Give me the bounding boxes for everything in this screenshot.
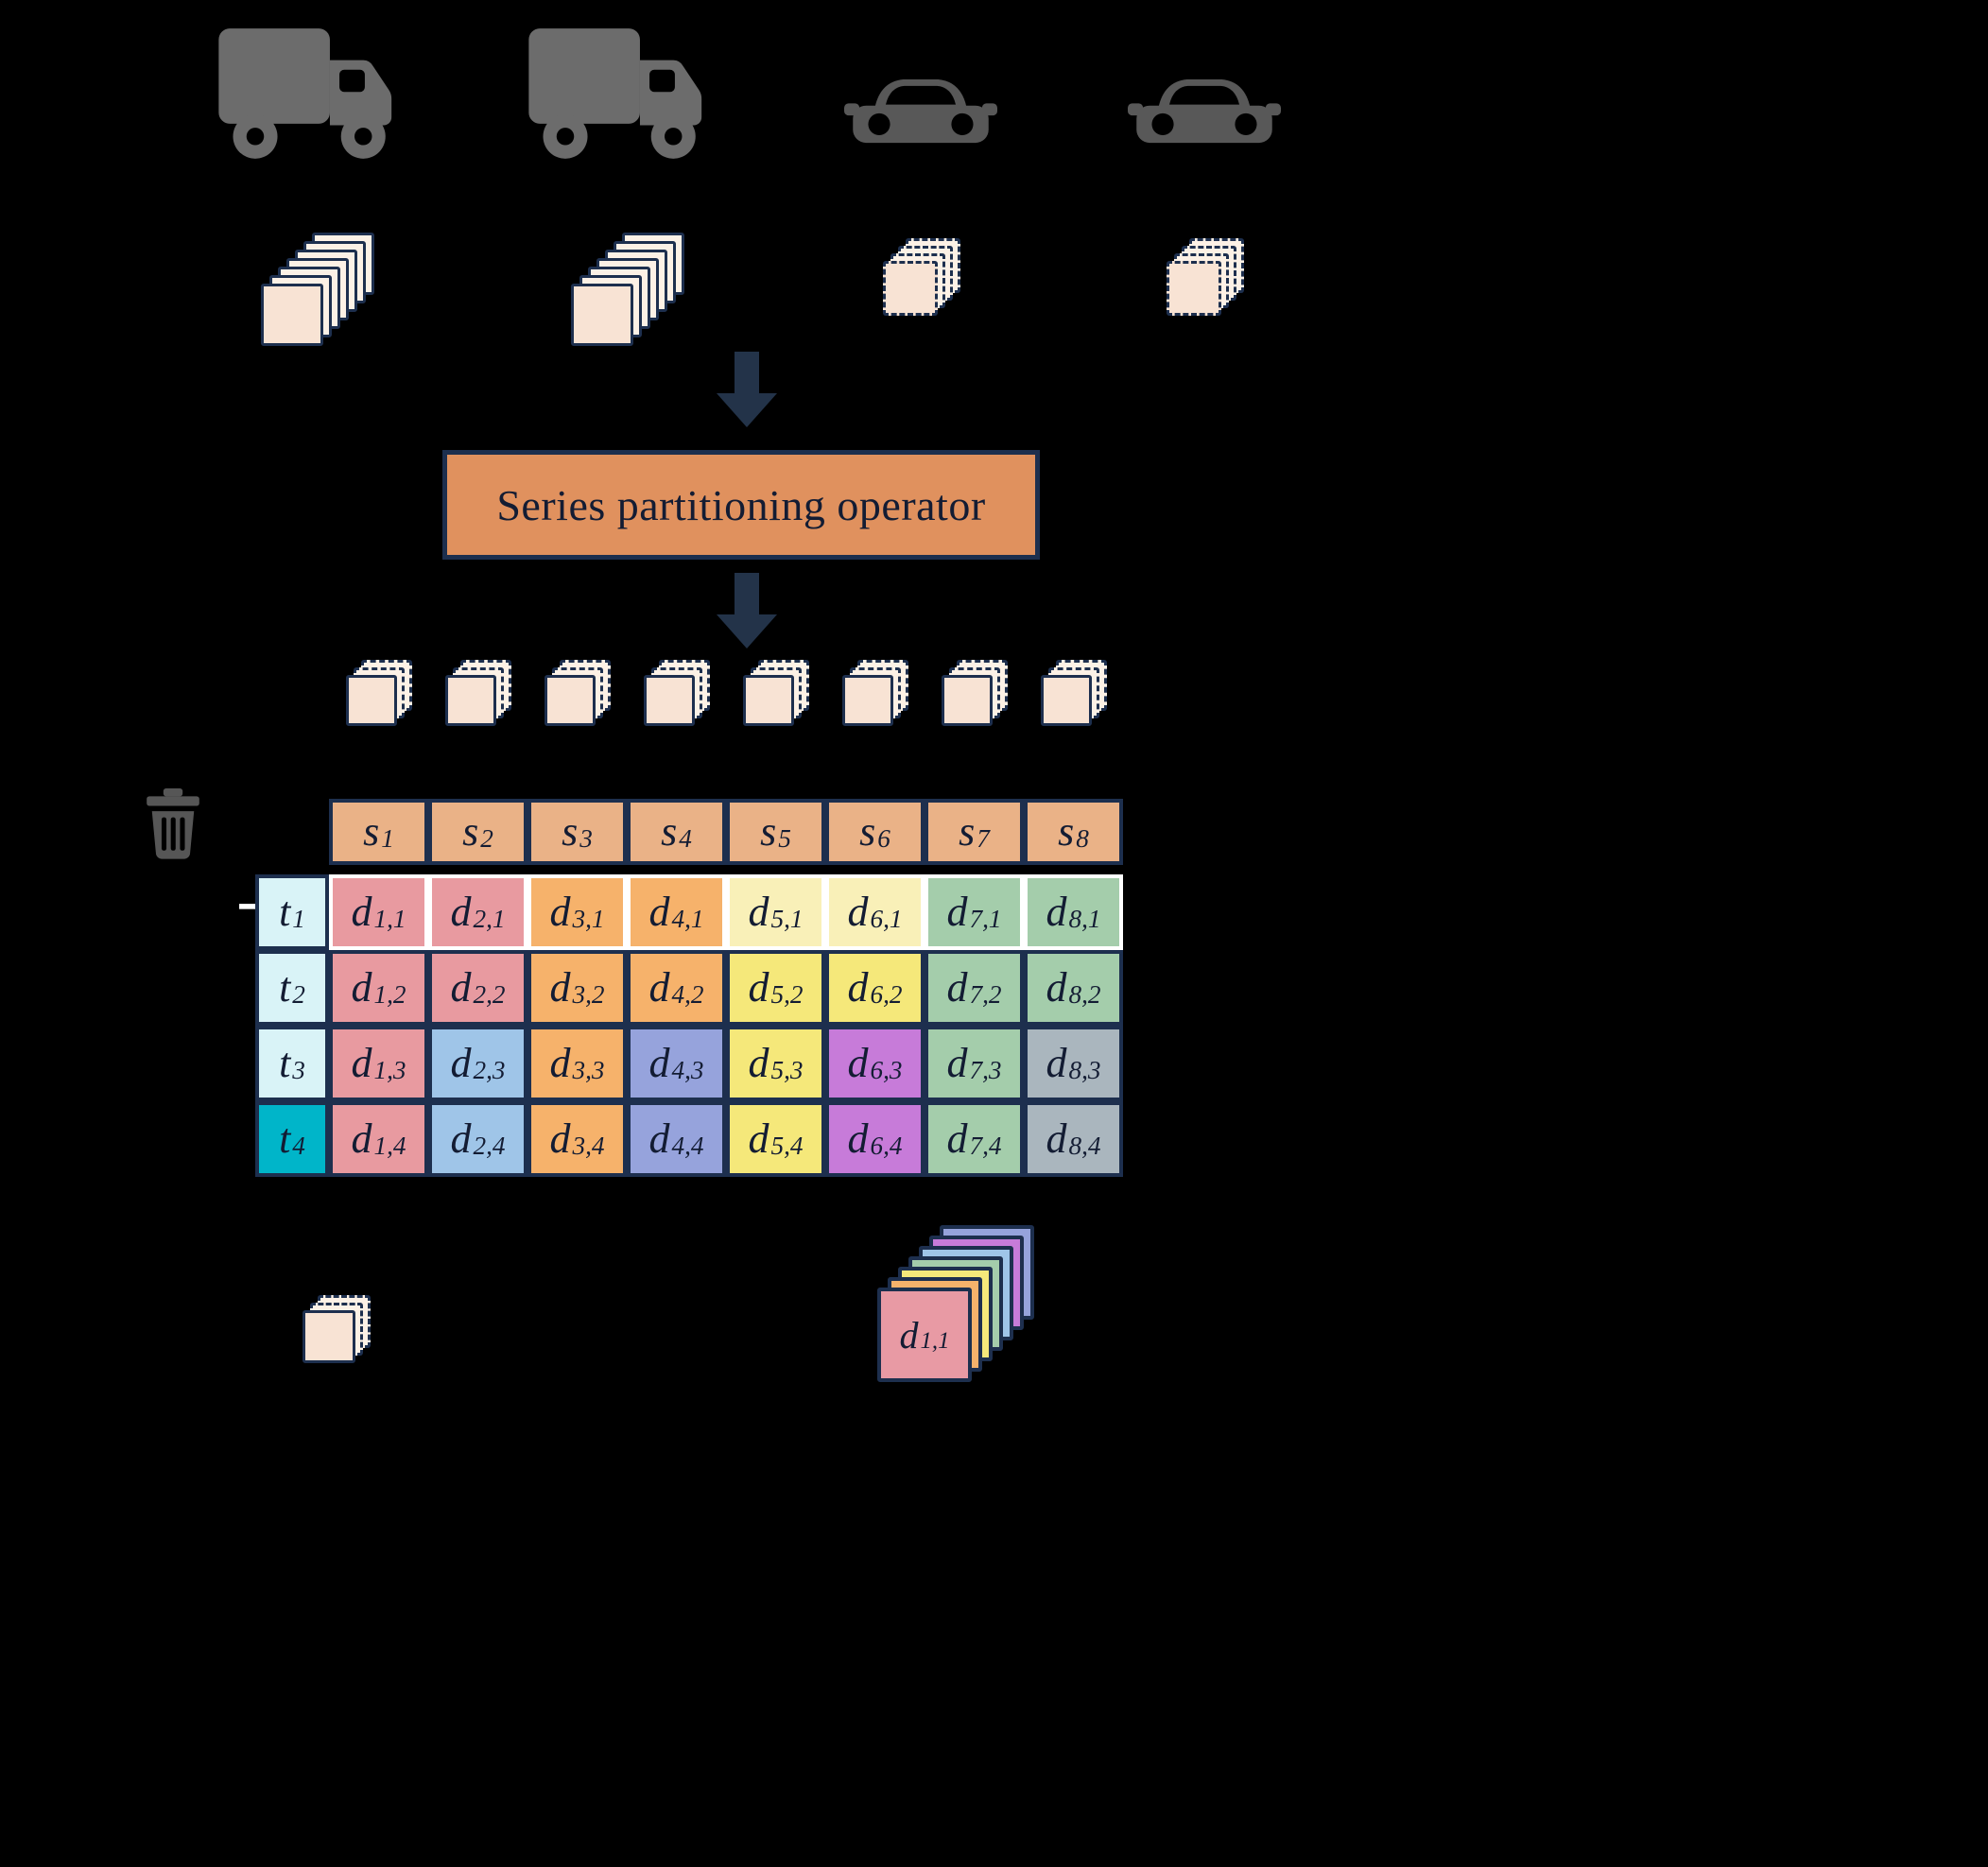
arrow-shaft bbox=[735, 573, 759, 614]
stack-layer bbox=[571, 284, 633, 346]
partition-stack bbox=[444, 660, 511, 726]
arrow-head bbox=[717, 393, 777, 427]
stack-layer bbox=[841, 675, 893, 726]
stack-layer bbox=[941, 675, 993, 726]
truck-icon bbox=[216, 13, 414, 183]
stack-layer bbox=[444, 675, 496, 726]
arrow-head bbox=[717, 614, 777, 648]
stack-layer bbox=[643, 675, 695, 726]
stack-layer bbox=[544, 675, 596, 726]
partition-stack bbox=[1040, 660, 1107, 726]
source-data-stack-4 bbox=[1167, 238, 1244, 316]
stack-layer bbox=[303, 1310, 355, 1363]
partition-stack bbox=[841, 660, 908, 726]
partition-stacks-row bbox=[329, 660, 1123, 735]
partition-stack bbox=[941, 660, 1008, 726]
source-data-stack-2 bbox=[571, 233, 684, 346]
bottom-small-stack bbox=[303, 1295, 371, 1363]
partition-stack bbox=[742, 660, 809, 726]
partition-stack bbox=[544, 660, 611, 726]
source-data-stack-3 bbox=[883, 238, 960, 316]
stack-layer bbox=[742, 675, 794, 726]
series-partitioning-operator-box: Series partitioning operator bbox=[442, 450, 1040, 560]
stack-layer bbox=[883, 261, 938, 316]
partition-stack bbox=[643, 660, 710, 726]
down-arrow-icon bbox=[717, 352, 777, 427]
operator-label: Series partitioning operator bbox=[496, 480, 986, 529]
stack-layer bbox=[261, 284, 323, 346]
partition-stack bbox=[345, 660, 412, 726]
source-data-stack-1 bbox=[261, 233, 374, 346]
stack-layer bbox=[1167, 261, 1221, 316]
truck-icon bbox=[526, 13, 724, 183]
down-arrow-icon bbox=[717, 573, 777, 648]
car-icon bbox=[1128, 55, 1281, 174]
trash-icon bbox=[142, 788, 204, 860]
stack-layer bbox=[1040, 675, 1092, 726]
arrow-shaft bbox=[735, 352, 759, 393]
car-icon bbox=[844, 55, 997, 174]
stack-layer bbox=[345, 675, 397, 726]
